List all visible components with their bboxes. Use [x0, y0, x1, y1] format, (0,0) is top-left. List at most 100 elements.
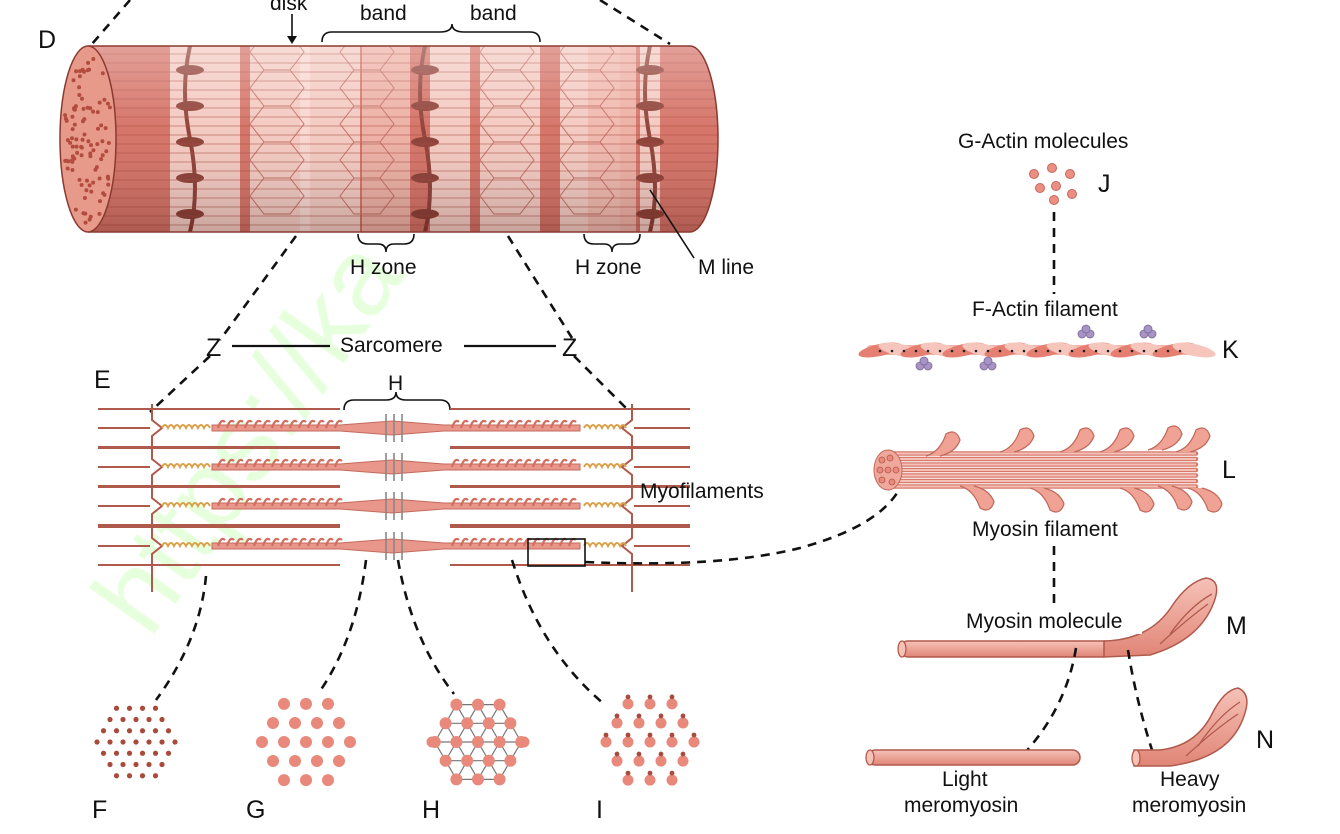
myosin-head: [333, 497, 343, 507]
h-zone-brace-1: [357, 233, 415, 253]
actin-dot: [614, 751, 620, 757]
actin-dot: [113, 750, 120, 756]
myosin-head: [306, 537, 316, 547]
cross-section-i: [600, 694, 700, 786]
lattice-dot: [518, 736, 530, 748]
actin-dot: [152, 705, 159, 711]
actin-dot: [159, 761, 165, 768]
myosin-head: [567, 419, 577, 429]
myosin-dot: [256, 736, 268, 748]
tropomyosin-dot: [1010, 349, 1014, 353]
f-actin-label: F-Actin filament: [972, 298, 1118, 321]
titin-spring: [161, 424, 211, 431]
tropomyosin-dot: [1142, 349, 1146, 353]
actin-dot: [139, 750, 146, 756]
myosin-head: [531, 419, 541, 429]
actin-dot: [165, 728, 172, 734]
myosin-head: [1099, 427, 1135, 453]
myosin-filament-label: Myosin filament: [972, 518, 1118, 541]
actin-dot: [636, 713, 642, 719]
myosin-head: [513, 419, 523, 429]
heavy-meromyosin-label-2: meromyosin: [1132, 794, 1246, 817]
watermark: https://ka: [69, 217, 426, 654]
myosin-head: [225, 497, 235, 507]
myofibril-dot: [74, 144, 79, 149]
actin-dot: [625, 770, 631, 776]
myosin-head: [477, 537, 487, 547]
myosin-head: [234, 497, 244, 507]
myofibril-dot: [77, 177, 82, 182]
sarcomere-myofilaments: [98, 404, 690, 592]
myosin-dot: [677, 717, 689, 729]
myosin-head: [306, 497, 316, 507]
myosin-head: [216, 537, 226, 547]
myosin-head: [261, 419, 271, 429]
myofibril-dot: [93, 167, 98, 172]
actin-dot: [647, 694, 653, 700]
myosin-head: [567, 458, 577, 468]
myosin-thick-filament: [211, 498, 581, 514]
lattice-dot: [493, 698, 506, 711]
myosin-dot: [655, 717, 667, 729]
lattice-dot: [482, 754, 495, 767]
myosin-head: [216, 419, 226, 429]
tropomyosin-dot: [1094, 349, 1098, 353]
myosin-head: [216, 458, 226, 468]
myosin-head: [279, 537, 289, 547]
myosin-head: [288, 458, 298, 468]
myosin-head: [450, 458, 460, 468]
actin-dot: [126, 750, 133, 756]
myosin-head: [297, 537, 307, 547]
actin-dot: [603, 732, 609, 738]
g-actin-label: G-Actin molecules: [958, 130, 1128, 153]
myosin-dot: [322, 736, 334, 748]
fiber-cross-section: [59, 45, 117, 233]
myosin-dot: [333, 716, 345, 729]
myosin-head: [306, 419, 316, 429]
muscle-fiber-cylinder: [59, 45, 719, 233]
letter-g: G: [246, 796, 265, 824]
tropomyosin-dot: [1070, 349, 1074, 353]
g-actin-molecule: [1067, 189, 1077, 199]
letter-l: L: [1222, 456, 1236, 484]
tropomyosin-dot: [878, 349, 882, 353]
myosin-head: [486, 497, 496, 507]
myosin-head: [234, 458, 244, 468]
myosin-head: [522, 458, 532, 468]
myosin-head: [333, 419, 343, 429]
myofibril-dot: [65, 166, 70, 171]
tropomyosin-dot: [902, 349, 906, 353]
myofibril-dot: [106, 140, 111, 145]
myofibril-dot: [100, 139, 105, 144]
myofibril-dot: [86, 139, 91, 144]
myofibril-dot: [82, 196, 87, 201]
myofibril-dot: [95, 110, 100, 115]
actin-dot: [159, 716, 165, 723]
tropomyosin-dot: [1022, 349, 1026, 353]
actin-dot: [126, 728, 133, 734]
rod-end: [888, 478, 896, 486]
myofibril-dot: [97, 176, 102, 181]
tropomyosin-dot: [1118, 349, 1122, 353]
myofibril-dot: [91, 109, 96, 114]
myofibril-dot: [99, 157, 104, 162]
myosin-head: [459, 497, 469, 507]
myofibril-dot: [70, 136, 75, 141]
myosin-head: [225, 458, 235, 468]
letter-k: K: [1222, 336, 1239, 364]
myofibril-dot: [74, 69, 79, 74]
myosin-dot: [677, 755, 689, 767]
myosin-head: [288, 419, 298, 429]
myosin-head: [279, 497, 289, 507]
actin-dot: [172, 739, 178, 745]
rod-end: [884, 466, 892, 474]
myofibril-dot: [71, 78, 76, 83]
myosin-head: [1187, 487, 1223, 513]
myofibril-dot: [70, 114, 75, 119]
myofibril-dot: [88, 214, 93, 219]
m-line-label: M line: [698, 256, 754, 279]
myosin-head: [324, 537, 334, 547]
myofibril-dot: [75, 150, 80, 155]
myosin-head: [315, 419, 325, 429]
